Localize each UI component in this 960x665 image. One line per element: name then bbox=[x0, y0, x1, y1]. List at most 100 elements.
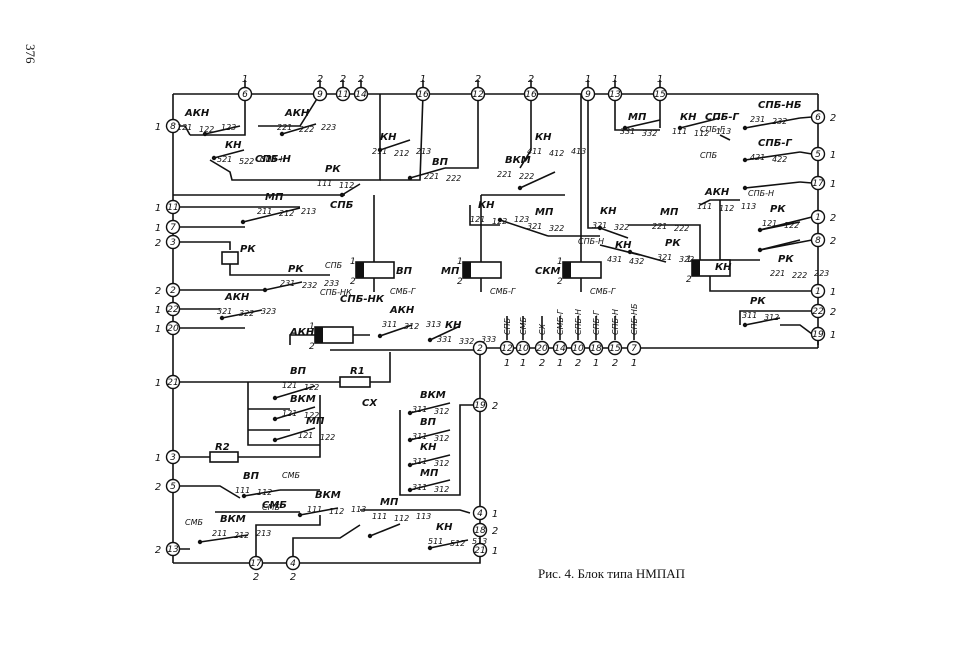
terminal-group: 2 bbox=[253, 572, 259, 583]
coil-label-vp: ВП bbox=[396, 266, 413, 277]
wire bbox=[258, 93, 321, 127]
wire bbox=[628, 224, 701, 260]
contact-number: 111 bbox=[235, 486, 250, 495]
terminal-group: 1 bbox=[242, 74, 248, 85]
contact-lever bbox=[624, 119, 661, 129]
contact-lever bbox=[429, 325, 461, 341]
relay-label: КН bbox=[445, 320, 462, 331]
contact-pivot bbox=[272, 416, 278, 422]
terminal-pin: 7 bbox=[631, 344, 637, 354]
contact-number: 112 bbox=[339, 181, 354, 190]
contact-number: 522 bbox=[239, 157, 254, 166]
right-terminal bbox=[810, 232, 826, 248]
contact-number: 231 bbox=[280, 279, 295, 288]
contact-number: 221 bbox=[770, 269, 785, 278]
contact-number: 211 bbox=[372, 147, 387, 156]
relay-label: КН bbox=[225, 140, 242, 151]
top-terminal bbox=[652, 86, 668, 102]
contact-lever bbox=[499, 219, 549, 237]
wire bbox=[209, 94, 381, 181]
terminal-pin: 3 bbox=[170, 238, 176, 248]
terminal-pin: 10 bbox=[517, 344, 529, 354]
contact-pivot bbox=[742, 125, 748, 131]
contact-pivot bbox=[272, 395, 278, 401]
contact-lever bbox=[274, 427, 316, 441]
relay-coil-winding bbox=[563, 262, 571, 278]
terminal-pin: 17 bbox=[812, 179, 824, 189]
terminal-group: 1 bbox=[631, 358, 637, 369]
top-terminal bbox=[312, 86, 328, 102]
contact-number: 331 bbox=[437, 335, 452, 344]
terminal-group: 1 bbox=[520, 358, 526, 369]
bus-signal-label: СПБ-Н bbox=[574, 309, 583, 335]
terminal-group: 2 bbox=[830, 307, 836, 318]
relay-label: СПБ-Н bbox=[255, 154, 291, 165]
contact-lever bbox=[264, 281, 303, 291]
contact-pivot bbox=[407, 175, 413, 181]
contact-lever bbox=[744, 151, 801, 161]
contact-number: 321 bbox=[657, 253, 672, 262]
terminal-group: 1 bbox=[585, 74, 591, 85]
wire bbox=[289, 334, 315, 345]
contact-number: 421 bbox=[750, 153, 765, 162]
terminal-pin: 8 bbox=[170, 122, 176, 132]
terminal-pin: 18 bbox=[474, 526, 486, 536]
contact-number: 311 bbox=[412, 483, 427, 492]
relay-label: ВКМ bbox=[420, 390, 446, 401]
terminal-group: 2 bbox=[612, 358, 618, 369]
bus-terminal bbox=[626, 340, 642, 356]
terminal-pin: 22 bbox=[812, 307, 824, 317]
contact-number: 312 bbox=[404, 322, 419, 331]
relay-coil-winding bbox=[692, 260, 700, 276]
signal-spb: СПБ bbox=[700, 151, 718, 160]
contact-number: 222 bbox=[519, 172, 534, 181]
terminal-group: 1 bbox=[155, 223, 161, 234]
left-terminal bbox=[165, 219, 181, 235]
bus-signal-label: СХ bbox=[538, 323, 547, 335]
terminal-pin: 16 bbox=[417, 90, 429, 100]
terminal-group: 2 bbox=[290, 572, 296, 583]
terminal-group: 1 bbox=[420, 74, 426, 85]
contact-number: 422 bbox=[772, 155, 787, 164]
bus-signal-label: СПБ-Н bbox=[611, 309, 620, 335]
relay-label: СПБ-НК bbox=[340, 294, 385, 305]
contact-pivot bbox=[627, 249, 633, 255]
contact-number: 122 bbox=[304, 383, 319, 392]
terminal-pin: 2 bbox=[170, 286, 176, 296]
terminal-pin: 14 bbox=[355, 90, 367, 100]
left-terminal bbox=[165, 320, 181, 336]
wire bbox=[238, 395, 321, 458]
contact-number: 332 bbox=[459, 337, 474, 346]
signal-spbg: СПБ-Г bbox=[700, 125, 725, 134]
terminal-group: 2 bbox=[528, 74, 534, 85]
bus-terminal bbox=[499, 340, 515, 356]
contact-lever bbox=[409, 402, 451, 414]
terminal-group: 1 bbox=[830, 287, 836, 298]
contact-number: 122 bbox=[199, 125, 214, 134]
wire bbox=[247, 382, 320, 446]
terminal-pin: 19 bbox=[474, 401, 486, 411]
contact-number: 313 bbox=[426, 320, 441, 329]
coil-note: СМБ-Г bbox=[590, 287, 616, 296]
left-terminal bbox=[165, 282, 181, 298]
terminal-group: 2 bbox=[358, 74, 364, 85]
terminal-group: 1 bbox=[830, 150, 836, 161]
bus-terminal bbox=[570, 340, 586, 356]
terminal-pin: 4 bbox=[477, 509, 483, 519]
contact-number: 222 bbox=[792, 271, 807, 280]
left-terminal bbox=[165, 234, 181, 250]
contact-number: 412 bbox=[549, 149, 564, 158]
contact-pivot bbox=[407, 462, 413, 468]
contact-number: 311 bbox=[742, 311, 757, 320]
terminal-pin: 11 bbox=[167, 203, 178, 213]
terminal-group: 2 bbox=[155, 482, 161, 493]
terminal-pin: 16 bbox=[525, 90, 537, 100]
relay-label: РК bbox=[770, 204, 786, 215]
relay-label: СПБ-НБ bbox=[758, 100, 802, 111]
top-terminal bbox=[237, 86, 253, 102]
contact-pivot bbox=[742, 322, 748, 328]
bus-terminal bbox=[607, 340, 623, 356]
terminal-group: 2 bbox=[475, 74, 481, 85]
contact-number: 112 bbox=[257, 488, 272, 497]
wire bbox=[173, 550, 481, 564]
